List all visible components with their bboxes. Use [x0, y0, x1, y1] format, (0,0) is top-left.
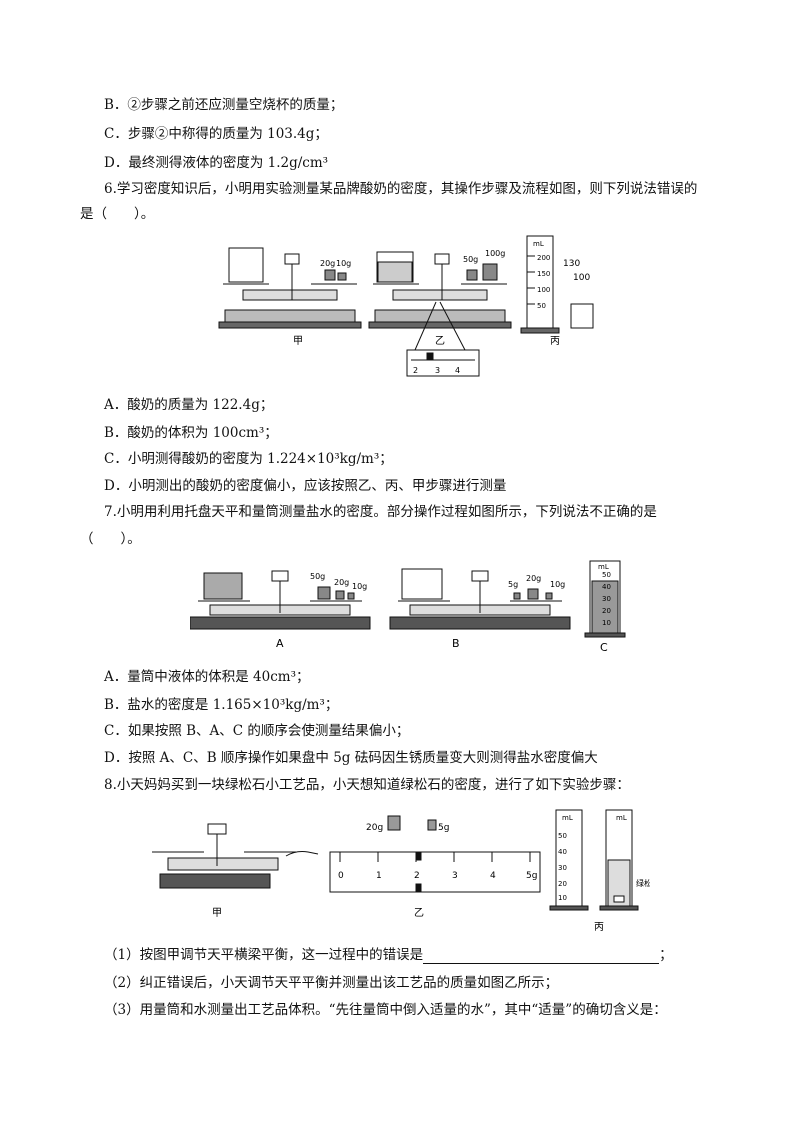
- q8-part1-end: ；: [659, 947, 673, 963]
- q8-cyl2-unit: mL: [616, 814, 627, 822]
- q7-cylinder: [584, 560, 626, 638]
- q7-b-weight-10g: 10g: [550, 580, 565, 589]
- q6-option-d: D．小明测出的酸奶的密度偏小，应该按照乙、丙、甲步骤进行测量: [104, 478, 507, 494]
- q8-label-yi: 乙: [414, 907, 424, 919]
- q6-label-jia: 甲: [293, 336, 303, 347]
- q7-cyl-tick-40: 40: [602, 583, 611, 591]
- q8-ruler-tick-4: 4: [490, 871, 496, 881]
- q8-cyl-tick-10: 10: [558, 894, 567, 902]
- q6-cyl-tick-200: 200: [537, 254, 550, 262]
- q6-option-b: B．酸奶的体积为 100cm³；: [104, 425, 278, 441]
- q6-side-value-100: 100: [573, 273, 590, 283]
- q7-option-a: A．量筒中液体的体积是 40cm³；: [104, 669, 310, 685]
- q7-b-weight-5g: 5g: [508, 580, 518, 589]
- q8-stone-label: 绿松石: [636, 878, 650, 888]
- q5-option-c: C．步骤②中称得的质量为 103.4g；: [104, 126, 328, 142]
- q6-label-bing: 丙: [550, 336, 560, 347]
- q8-figure: 甲 20g 5g 0 1 2 3 4 5g 乙: [150, 800, 650, 936]
- q6-yi-weight-100g: 100g: [485, 249, 505, 258]
- q7-stem-line1: 7.小明用利用托盘天平和量筒测量盐水的密度。部分操作过程如图所示，下列说法不正确…: [104, 504, 657, 520]
- q6-side-value-130: 130: [563, 259, 580, 269]
- q8-stem: 8.小天妈妈买到一块绿松石小工艺品，小天想知道绿松石的密度，进行了如下实验步骤：: [104, 777, 630, 793]
- q7-a-weight-10g: 10g: [352, 582, 367, 591]
- q8-ruler-tick-2: 2: [414, 871, 420, 881]
- q8-balance-jia: [152, 823, 319, 889]
- q6-balance-yi: [368, 251, 512, 377]
- q7-figure: 50g 20g 10g A 5g 20g 10g B mL 50 40 30: [190, 555, 630, 655]
- q5-option-b: B．②步骤之前还应测量空烧杯的质量；: [104, 97, 344, 113]
- q5-option-d: D．最终测得液体的密度为 1.2g/cm³: [104, 155, 329, 171]
- q6-cylinder-unit: mL: [533, 240, 544, 248]
- q6-option-c: C．小明测得酸奶的密度为 1.224×10³kg/m³；: [104, 451, 393, 467]
- q6-rider-tick-3: 3: [435, 366, 440, 375]
- q6-rider-tick-2b: 2: [413, 366, 418, 375]
- q6-cylinder: [520, 235, 594, 334]
- q8-part2: （2）纠正错误后，小天调节天平平衡并测量出该工艺品的质量如图乙所示；: [104, 975, 559, 991]
- q6-cyl-tick-100: 100: [537, 286, 550, 294]
- q8-cylinders: [549, 809, 639, 911]
- q6-rider-tick-4: 4: [455, 366, 460, 375]
- q8-weight-5g: 5g: [438, 823, 449, 833]
- q7-option-c: C．如果按照 B、A、C 的顺序会使测量结果偏小；: [104, 723, 410, 739]
- q6-stem-line2: 是（ ）。: [80, 206, 155, 222]
- q8-cyl-tick-30: 30: [558, 864, 567, 872]
- q8-part1: （1）按图甲调节天平横梁平衡，这一过程中的错误是 ；: [104, 946, 673, 964]
- q6-figure: 20g 10g 甲 50g 100g 乙 2 3 4: [215, 228, 615, 388]
- q8-cyl-tick-40: 40: [558, 848, 567, 856]
- q8-cyl-tick-20: 20: [558, 880, 567, 888]
- q8-weight-20g: 20g: [366, 823, 383, 833]
- q7-label-c: C: [600, 641, 608, 654]
- q7-cyl-tick-20: 20: [602, 607, 611, 615]
- q7-cyl-tick-10: 10: [602, 619, 611, 627]
- q8-ruler-tick-0: 0: [338, 871, 344, 881]
- q7-stem-line2: （ ）。: [80, 531, 141, 547]
- q7-balance-a: [190, 570, 371, 630]
- q8-label-bing: 丙: [594, 922, 604, 933]
- q7-cyl-tick-30: 30: [602, 595, 611, 603]
- q8-cyl-tick-50: 50: [558, 832, 567, 840]
- q8-ruler: [329, 851, 541, 893]
- q6-cyl-tick-150: 150: [537, 270, 550, 278]
- q7-cyl-tick-50: 50: [602, 571, 611, 579]
- q6-cyl-tick-50: 50: [537, 302, 546, 310]
- q7-option-b: B．盐水的密度是 1.165×10³kg/m³；: [104, 697, 339, 713]
- q7-a-weight-50g: 50g: [310, 572, 325, 581]
- q8-ruler-tick-3: 3: [452, 871, 458, 881]
- q7-label-b: B: [452, 637, 460, 650]
- q8-weights: [387, 815, 437, 831]
- q7-b-weight-20g: 20g: [526, 574, 541, 583]
- q8-part1-blank[interactable]: [423, 949, 660, 964]
- q7-option-d: D．按照 A、C、B 顺序操作如果盘中 5g 砝码因生锈质量变大则测得盐水密度偏…: [104, 750, 598, 766]
- q7-label-a: A: [276, 637, 284, 650]
- q8-label-jia: 甲: [212, 908, 222, 919]
- q6-balance-jia: [218, 247, 362, 329]
- q6-stem-line1: 6.学习密度知识后，小明用实验测量某品牌酸奶的密度，其操作步骤及流程如图，则下列…: [104, 181, 698, 197]
- q6-jia-weight-20g: 20g: [320, 259, 335, 268]
- q7-cylinder-unit: mL: [598, 563, 609, 571]
- q8-ruler-tick-5g: 5g: [526, 871, 537, 881]
- q6-option-a: A．酸奶的质量为 122.4g；: [104, 397, 274, 413]
- q8-ruler-tick-1: 1: [376, 871, 382, 881]
- q8-part3: （3）用量筒和水测量出工艺品体积。“先往量筒中倒入适量的水”，其中“适量”的确切…: [104, 1002, 667, 1018]
- q8-cyl1-unit: mL: [562, 814, 573, 822]
- q7-balance-b: [389, 568, 571, 630]
- q7-a-weight-20g: 20g: [334, 578, 349, 587]
- q8-part1-text: （1）按图甲调节天平横梁平衡，这一过程中的错误是: [104, 947, 424, 963]
- q6-label-yi: 乙: [435, 335, 445, 347]
- q6-yi-weight-50g: 50g: [463, 255, 478, 264]
- q6-jia-weight-10g: 10g: [336, 259, 351, 268]
